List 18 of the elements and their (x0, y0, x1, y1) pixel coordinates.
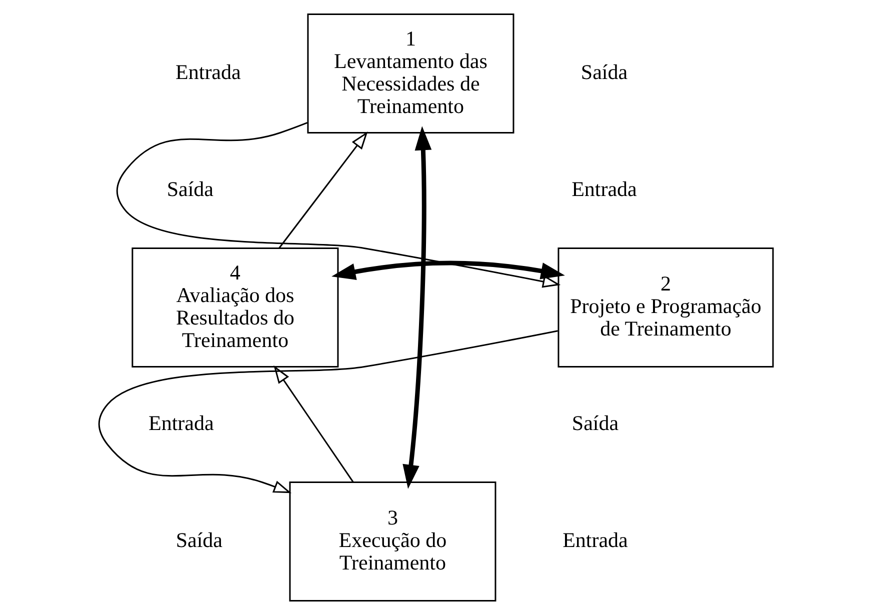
label: Entrada (562, 528, 628, 552)
arrow (402, 126, 432, 489)
arrow (98, 330, 558, 494)
node-box: 4 Avaliação dos Resultados do Treinamento (132, 248, 339, 368)
label: Saída (176, 528, 223, 552)
node-box: 2 Projeto e Programação de Treinamento (558, 248, 774, 368)
label: Entrada (148, 411, 214, 436)
label: Entrada (176, 60, 241, 84)
arrow (278, 131, 368, 249)
arrow (274, 365, 354, 483)
arrow (332, 260, 565, 280)
label: Saída (166, 177, 214, 202)
arrow (116, 122, 561, 288)
label: Entrada (572, 177, 637, 202)
label: Saída (580, 60, 628, 84)
node-box: 3 Execução do Treinamento (289, 482, 496, 602)
label: Saída (572, 411, 619, 436)
node-box: 1 Levantamento das Necessidades de Treinamento (307, 13, 514, 134)
